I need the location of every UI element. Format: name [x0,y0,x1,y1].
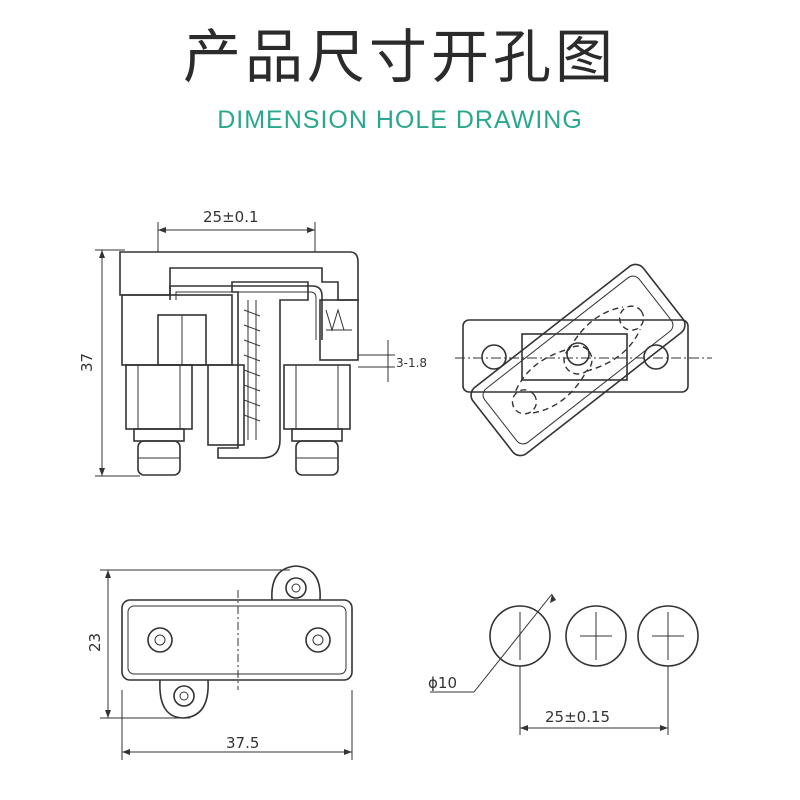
bottom-height-dimension: 23 [86,633,104,652]
bottom-width-dimension: 37.5 [226,734,259,752]
top-width-dimension: 25±0.1 [203,208,259,226]
hole-spacing-label: 25±0.15 [545,708,610,726]
offset-dimension: 3-1.8 [396,356,427,370]
hole-diameter-label: ϕ10 [428,674,457,692]
hole-layout: ϕ10 25±0.15 [428,593,699,735]
height-dimension: 37 [78,353,96,372]
front-view: 25±0.1 37 [78,208,427,477]
page-subtitle: DIMENSION HOLE DRAWING [217,106,583,134]
top-view [455,263,712,457]
page-title: 产品尺寸开孔图 [182,23,617,91]
bottom-view: 23 37.5 [86,565,353,760]
